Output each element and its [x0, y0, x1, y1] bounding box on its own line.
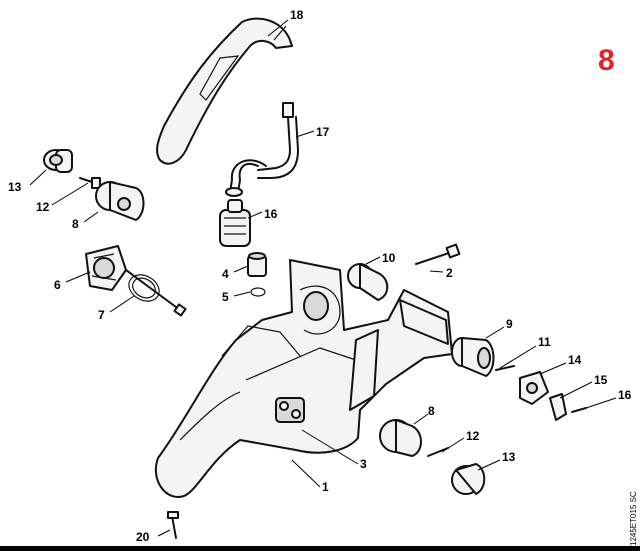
reference-code: 1245ET015 SC — [629, 491, 638, 546]
callout-16: 16 — [618, 388, 632, 402]
part-seal — [250, 287, 266, 297]
part-screw-lower — [427, 447, 449, 457]
part-small-screw — [571, 407, 587, 413]
callout-20: 20 — [136, 530, 150, 544]
part-adjuster-cover — [519, 371, 549, 405]
part-fuel-hose — [225, 102, 299, 197]
callout-8-lower: 8 — [428, 404, 435, 418]
callout-7: 7 — [98, 308, 105, 322]
callout-1: 1 — [322, 480, 329, 494]
callout-5: 5 — [222, 290, 229, 304]
part-plug-lower — [451, 463, 486, 495]
callout-6: 6 — [54, 278, 61, 292]
part-handle-bar — [156, 17, 293, 165]
part-bushing — [347, 263, 389, 301]
callout-numbers: 18 17 16 13 12 8 6 7 4 5 2 10 9 11 14 15… — [8, 8, 632, 544]
callout-19: 18 — [290, 8, 304, 22]
callout-13-upper: 13 — [8, 180, 22, 194]
callout-4: 4 — [222, 267, 229, 281]
part-screw-bottom — [167, 511, 179, 539]
part-housing — [154, 259, 453, 498]
callout-12-lower: 12 — [466, 429, 480, 443]
callout-10: 11 — [538, 335, 551, 349]
callout-13-lower: 13 — [502, 450, 516, 464]
callout-11: 10 — [382, 251, 396, 265]
part-valve — [247, 252, 267, 277]
part-fuel-filter — [219, 199, 251, 247]
callout-8-upper: 8 — [72, 217, 79, 231]
callout-15: 15 — [594, 373, 608, 387]
leader-lines — [29, 19, 617, 537]
callout-14: 14 — [568, 353, 582, 367]
part-bushing-right — [451, 337, 495, 377]
part-sleeve-lower — [379, 419, 422, 457]
bottom-rule — [0, 546, 640, 551]
callout-9: 9 — [506, 317, 513, 331]
callout-3: 3 — [360, 457, 367, 471]
callout-17: 16 — [264, 207, 278, 221]
callout-18: 17 — [316, 125, 330, 139]
part-plug-upper — [43, 149, 73, 173]
part-clip — [549, 393, 567, 421]
part-screw-upper — [79, 177, 101, 189]
part-sleeve-upper — [95, 181, 145, 221]
callout-12-upper: 12 — [36, 200, 50, 214]
part-o-ring-and-hose — [125, 269, 187, 317]
part-screw-right — [495, 365, 515, 371]
part-long-screw — [415, 243, 461, 265]
page-number: 8 — [598, 44, 615, 77]
part-oil-pump — [85, 245, 127, 291]
callout-2: 2 — [446, 266, 453, 280]
